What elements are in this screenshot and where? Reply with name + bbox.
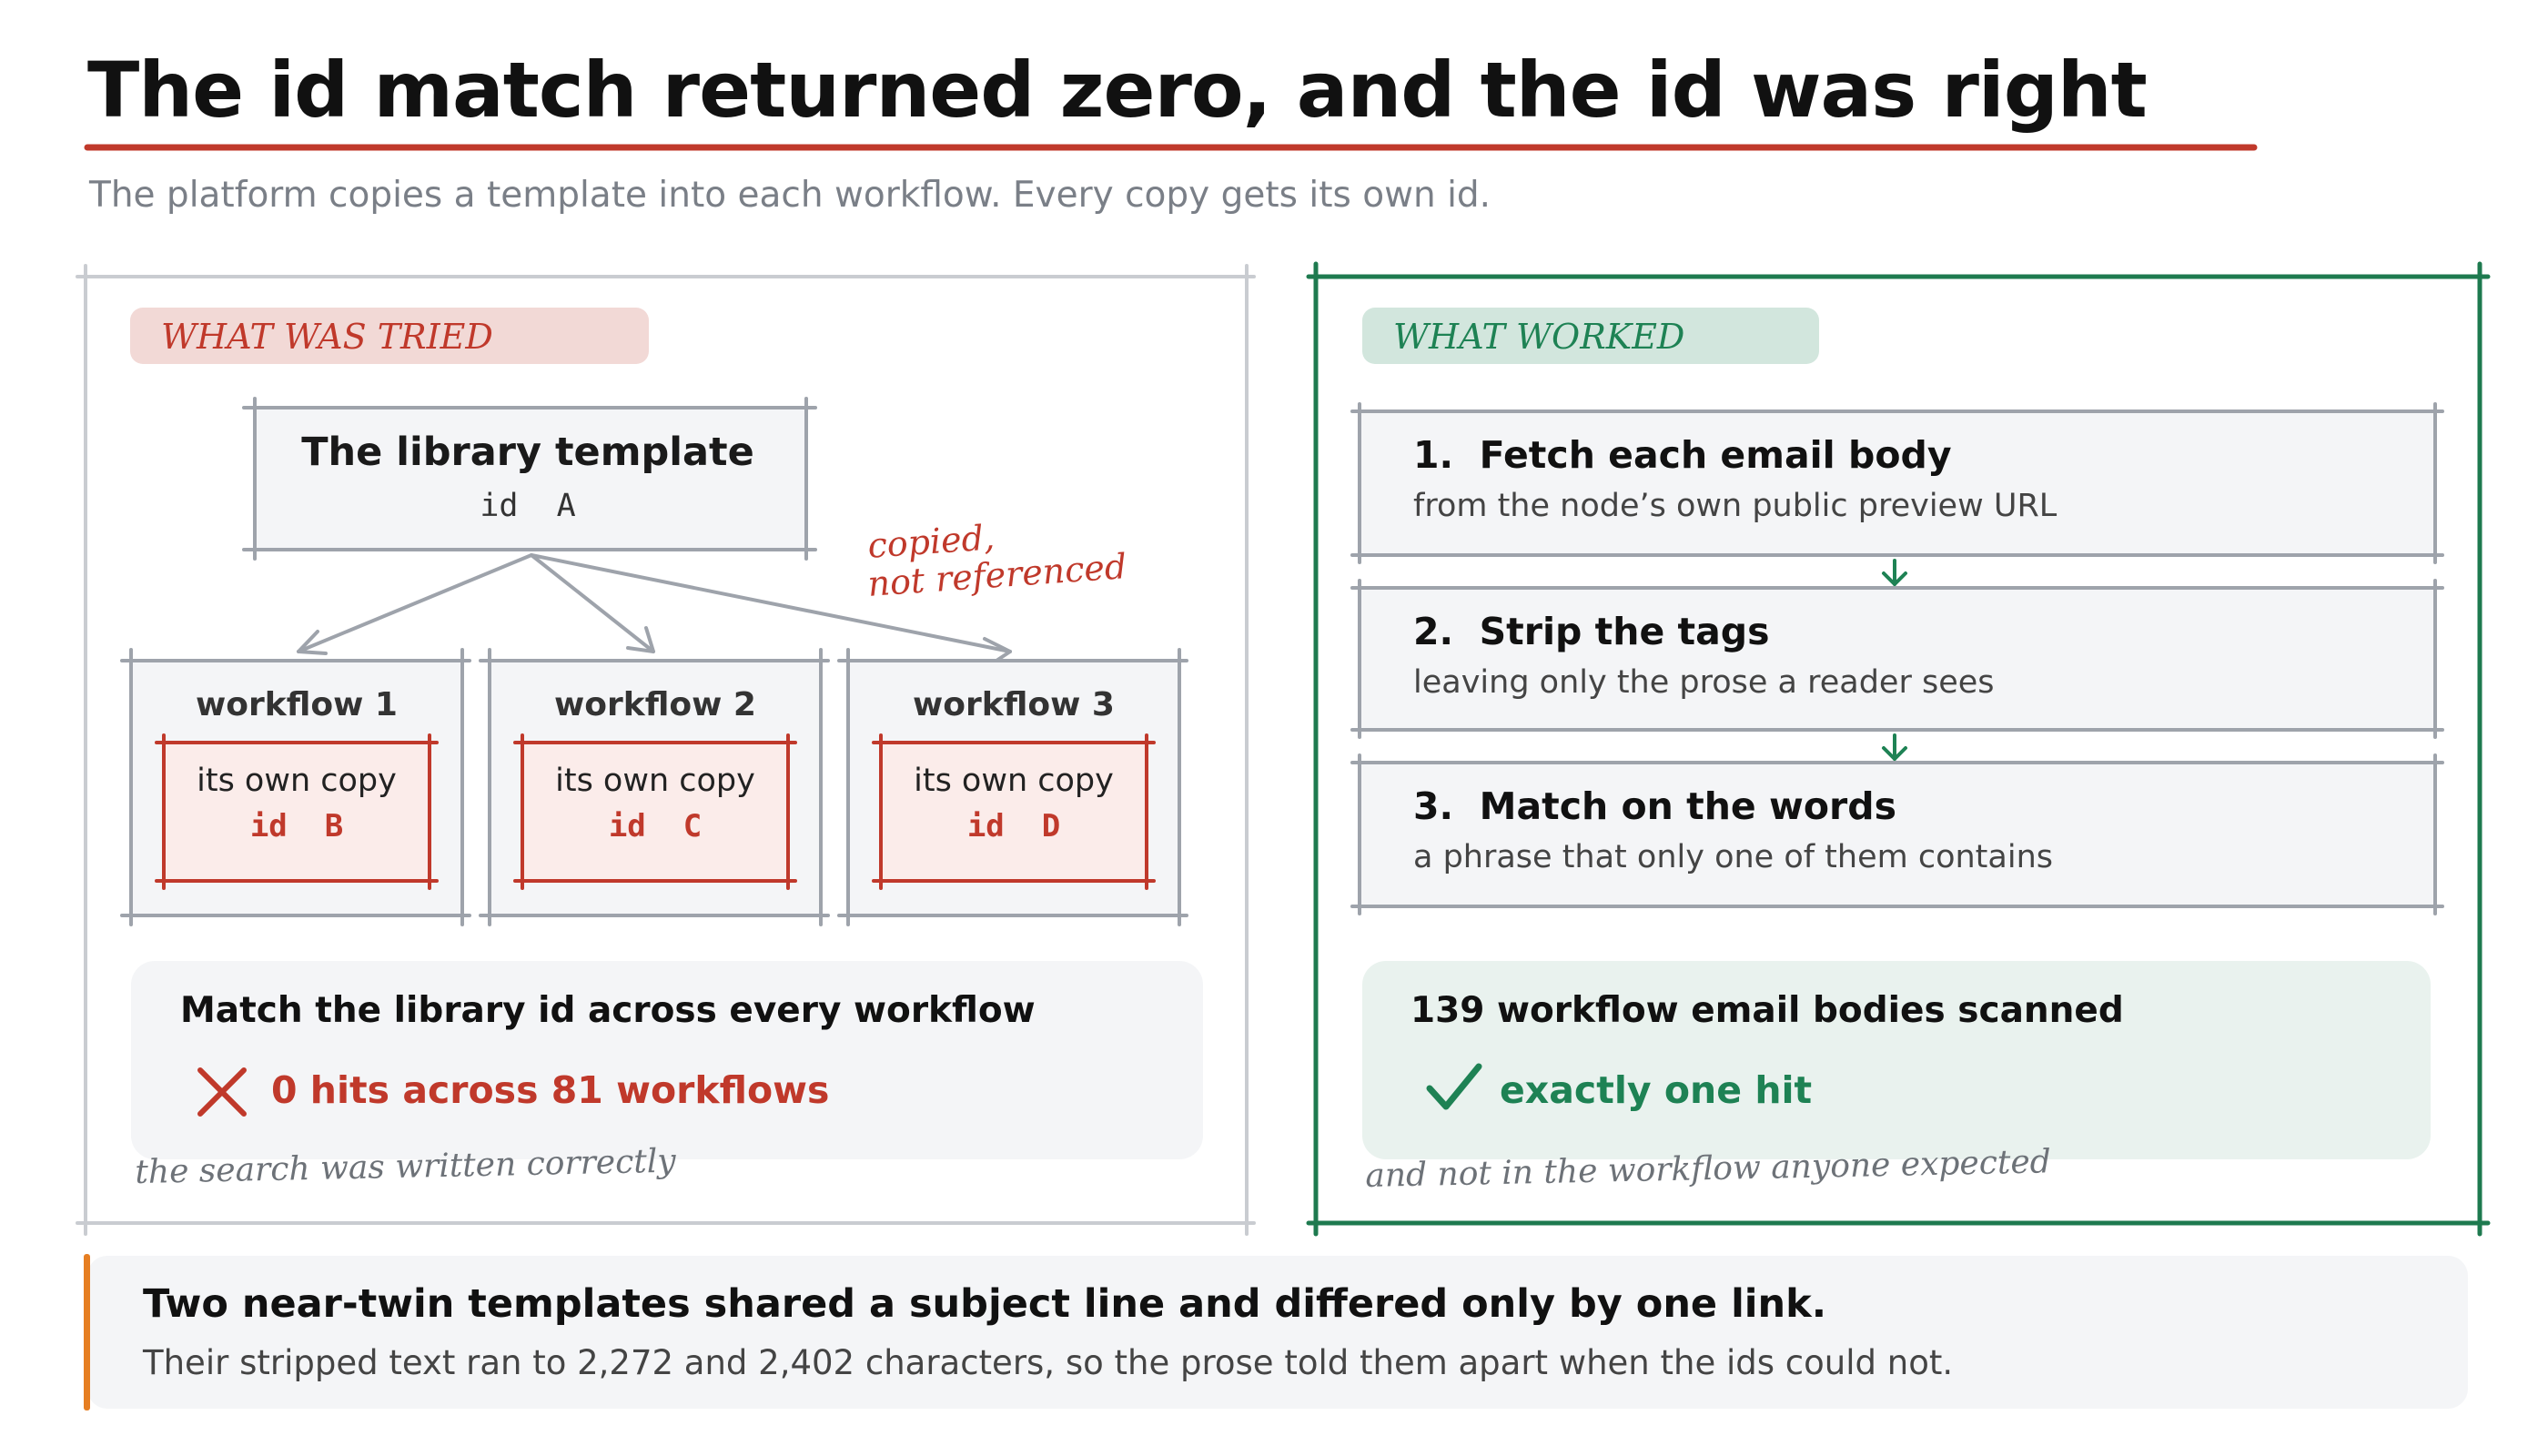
workflow-box-3 bbox=[837, 648, 1188, 926]
page-title: The id match returned zero, and the id w… bbox=[87, 46, 2148, 135]
step-3-desc: a phrase that only one of them contains bbox=[1413, 839, 2053, 875]
library-template-id: id A bbox=[480, 488, 576, 524]
left-panel-frame bbox=[76, 264, 1256, 1236]
what-worked-label: WHAT WORKED bbox=[1362, 308, 1819, 364]
summary-card bbox=[87, 1256, 2468, 1409]
workflow-2-title: workflow 2 bbox=[554, 686, 756, 723]
workflow-3-copy-label: its own copy bbox=[914, 763, 1114, 799]
what-was-tried-label: WHAT WAS TRIED bbox=[130, 308, 649, 364]
workflow-1-copy-id: id B bbox=[249, 808, 344, 844]
summary-heading: Two near-twin templates shared a subject… bbox=[143, 1281, 1827, 1327]
step-1-desc: from the node’s own public preview URL bbox=[1413, 488, 2058, 524]
step-2-title: 2. Strip the tags bbox=[1413, 610, 1770, 653]
scan-result-card: 139 workflow email bodies scanned exactl… bbox=[1362, 961, 2431, 1159]
one-hit-result: exactly one hit bbox=[1500, 1068, 1813, 1112]
workflow-box-2 bbox=[479, 648, 830, 926]
checkmark-icon bbox=[1426, 1063, 1482, 1110]
step-2-desc: leaving only the prose a reader sees bbox=[1413, 664, 1995, 701]
workflow-1-copy-label: its own copy bbox=[197, 763, 397, 799]
workflow-2-copy-id: id C bbox=[608, 808, 703, 844]
right-panel-frame bbox=[1306, 261, 2491, 1237]
summary-description: Their stripped text ran to 2,272 and 2,4… bbox=[143, 1343, 1954, 1382]
step-arrow-1 bbox=[1882, 559, 1907, 586]
zero-hits-result: 0 hits across 81 workflows bbox=[271, 1068, 830, 1112]
cross-icon bbox=[197, 1067, 247, 1117]
library-id-match-heading: Match the library id across every workfl… bbox=[180, 990, 1036, 1031]
template-box bbox=[242, 397, 817, 561]
scan-result-heading: 139 workflow email bodies scanned bbox=[1410, 990, 2124, 1031]
workflow-3-copy-id: id D bbox=[966, 808, 1061, 844]
step-arrow-2 bbox=[1882, 733, 1907, 761]
step-box-2 bbox=[1350, 579, 2444, 739]
page-subtitle: The platform copies a template into each… bbox=[89, 175, 1491, 216]
template-box-fill bbox=[257, 408, 806, 550]
step-box-1 bbox=[1350, 402, 2444, 564]
workflow-2-copy-label: its own copy bbox=[555, 763, 755, 799]
step-1-title: 1. Fetch each email body bbox=[1413, 433, 1952, 477]
workflow-box-1 bbox=[120, 648, 471, 926]
step-box-3 bbox=[1350, 753, 2444, 915]
summary-accent-bar bbox=[84, 1254, 90, 1410]
workflow-1-title: workflow 1 bbox=[196, 686, 398, 723]
workflow-3-title: workflow 3 bbox=[913, 686, 1115, 723]
step-3-title: 3. Match on the words bbox=[1413, 784, 1896, 828]
library-id-match-card: Match the library id across every workfl… bbox=[131, 961, 1203, 1159]
library-template-name: The library template bbox=[301, 430, 754, 475]
